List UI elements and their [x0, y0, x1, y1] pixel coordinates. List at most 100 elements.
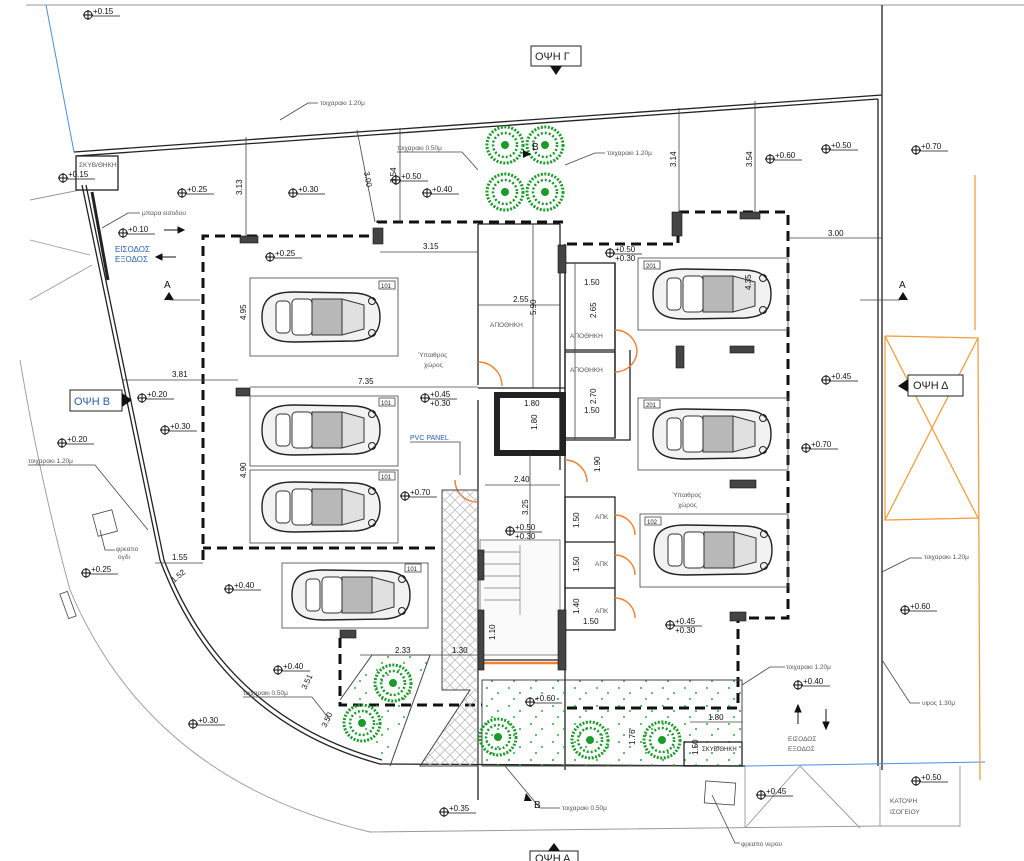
- dim-label: 1.50: [572, 556, 581, 572]
- elevation-marker: +0.35: [439, 804, 476, 817]
- south-boundary: [744, 761, 986, 767]
- elevation-label: +0.30: [615, 254, 636, 263]
- dim-label: 4.35: [744, 274, 753, 290]
- elevation-label: +0.15: [93, 7, 114, 16]
- elevation-label: +0.60: [535, 694, 556, 703]
- dim-label: 3.13: [235, 179, 244, 195]
- room-label-apk: ΑΠΚ: [595, 561, 609, 568]
- elevation-label: +0.30: [515, 532, 536, 541]
- north-boundary-wall: [73, 94, 883, 157]
- elevation-label: +0.50: [401, 172, 422, 181]
- parking-bay-201-a: 201: [637, 257, 789, 331]
- room-label-storage: ΑΠΟΘΗΚΗ: [490, 322, 523, 329]
- dim-label: 1.80: [708, 713, 724, 722]
- elevation-label: +0.30: [430, 399, 451, 408]
- dim-label: 1.40: [572, 598, 581, 614]
- paved-walkway: [419, 489, 479, 767]
- section-marker-a-west: A: [164, 280, 200, 301]
- parking-bay-101-a: 101: [249, 277, 399, 357]
- parking-bay-101-d: 101: [281, 562, 429, 629]
- traffic-arrows: [154, 226, 830, 731]
- plot-west-boundary: [45, 4, 75, 153]
- elevation-label: +0.70: [410, 488, 431, 497]
- note-low-wall: τοιχαρακι 1.20μ: [924, 554, 969, 561]
- elevation-label: +0.50: [515, 523, 536, 532]
- dim-label: 3.00: [362, 171, 374, 188]
- dim-label: 5.90: [529, 299, 538, 315]
- dim-label: 1.50: [583, 617, 599, 626]
- dim-label: 2.40: [514, 475, 530, 484]
- note-low-wall: τοιχαρακι 0.50μ: [243, 690, 288, 697]
- dim-label: 1.30: [452, 646, 468, 655]
- elevation-label: +0.35: [449, 804, 470, 813]
- elevation-label: +0.20: [67, 435, 88, 444]
- room-label-apk: ΑΠΚ: [595, 514, 609, 521]
- dim-label: 1.80: [530, 414, 539, 430]
- dim-label: 3.54: [745, 151, 754, 167]
- south-gate: [744, 765, 961, 829]
- elevation-marker: +0.60: [525, 694, 562, 707]
- tree-icon: [525, 172, 565, 212]
- dim-label: 1.10: [488, 624, 497, 640]
- tree-icon: [485, 125, 525, 165]
- elevation-marker: +0.15: [58, 170, 95, 183]
- elevation-label: +0.25: [187, 185, 208, 194]
- section-label: B: [534, 800, 541, 811]
- dim-label: 7.35: [358, 377, 374, 386]
- elevation-label: +0.30: [198, 716, 219, 725]
- elevation-marker: +0.60: [765, 151, 802, 164]
- dim-label: 3.25: [521, 499, 530, 515]
- dim-label: 2.33: [395, 646, 411, 655]
- note-low-wall: τοιχαρακι 1.20μ: [786, 664, 831, 671]
- elevation-marker: +0.30: [615, 254, 636, 263]
- parking-tag: 101: [407, 567, 418, 573]
- elevation-label: +0.30: [170, 422, 191, 431]
- dim-label: 1.50: [584, 406, 600, 415]
- dim-label: 1.50: [691, 739, 700, 755]
- stair-steps: [484, 545, 521, 615]
- leader-lines: [28, 102, 922, 844]
- garden-strip: [481, 679, 743, 767]
- west-curved-wall-inner: [85, 184, 383, 761]
- open-space-label: χώρος: [678, 501, 697, 509]
- elevation-marker: +0.25: [265, 249, 302, 262]
- room-label-storage: ΑΠΟΘΗΚΗ: [570, 367, 603, 374]
- tree-icon: [485, 172, 525, 212]
- open-space-label: Ύπαιθρος: [418, 352, 447, 359]
- entry-gate-lines: [29, 189, 93, 301]
- parking-tag: 101: [381, 284, 392, 290]
- entry-barrier: [90, 191, 110, 281]
- elevation-marker: +0.70: [400, 488, 437, 501]
- elevation-label: +0.40: [803, 677, 824, 686]
- elevation-marker: +0.45: [420, 390, 457, 403]
- note-low-wall: τοιχαρακι 1.20μ: [28, 458, 73, 465]
- dim-label: 3.54: [389, 167, 398, 183]
- elevation-label: +0.25: [275, 249, 296, 258]
- dim-label: 1.50: [584, 278, 600, 287]
- parking-tag: 101: [381, 401, 392, 407]
- west-curved-wall: [81, 184, 746, 767]
- elevation-label: +0.60: [910, 602, 931, 611]
- elevation-marker: +0.30: [188, 716, 225, 729]
- dimension-lines: [122, 101, 882, 723]
- elevation-label: +0.45: [430, 390, 451, 399]
- neighbor-building-outline: [883, 175, 981, 781]
- elevation-marker: +0.30: [675, 626, 696, 635]
- elevation-marker: +0.10: [118, 225, 155, 238]
- elevation-marker: +0.70: [911, 142, 948, 155]
- apk-rooms: [564, 496, 616, 631]
- plan-title: ΚΑΤΟΨΗ: [890, 798, 918, 805]
- elevation-markers: +0.15+0.15+0.25+0.30+0.50+0.40+0.10+0.25…: [57, 7, 948, 817]
- dim-label: 4.90: [239, 462, 248, 478]
- elevation-marker: +0.30: [288, 185, 325, 198]
- garden-sw: [339, 654, 431, 767]
- view-label: ΟΨΗ Δ: [913, 380, 949, 392]
- room-label-storage: ΑΠΟΘΗΚΗ: [570, 333, 603, 340]
- section-label: A: [164, 280, 171, 291]
- elevation-marker: +0.30: [430, 399, 451, 408]
- elevation-marker: +0.20: [57, 435, 94, 448]
- elevation-label: +0.50: [831, 141, 852, 150]
- dim-label: 3.00: [828, 229, 844, 238]
- dim-label: 2.55: [513, 295, 529, 304]
